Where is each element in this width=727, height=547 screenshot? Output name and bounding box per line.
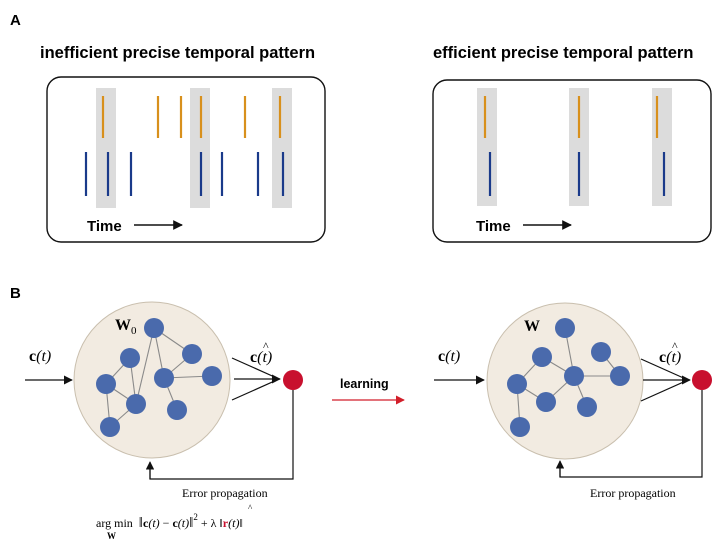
output-node: [283, 370, 303, 390]
highlight-band: [96, 88, 116, 208]
learning-label: learning: [340, 377, 389, 391]
network-nodes: [96, 318, 222, 437]
output-hat: ^: [263, 339, 269, 353]
left-heading: inefficient precise temporal pattern: [40, 44, 315, 62]
highlight-band: [190, 88, 210, 208]
neuron-node: [144, 318, 164, 338]
neuron-node: [202, 366, 222, 386]
weight-label: W0: [115, 317, 137, 337]
neuron-node: [154, 368, 174, 388]
neuron-node: [564, 366, 584, 386]
neuron-node: [126, 394, 146, 414]
panel-a-letter: A: [10, 12, 21, 29]
output-signal-label: c(t): [659, 349, 681, 366]
efficient-pattern-box: [432, 79, 712, 243]
output-fan: [640, 358, 689, 402]
weight-label: W: [524, 318, 540, 335]
time-label: Time: [476, 218, 511, 235]
output-hat: ^: [672, 339, 678, 353]
neuron-node: [577, 397, 597, 417]
network-nodes: [507, 318, 630, 437]
output-signal-label: c(t): [250, 349, 272, 366]
time-label: Time: [87, 218, 122, 235]
input-signal-label: c(t): [29, 348, 51, 365]
input-signal-label: c(t): [438, 348, 460, 365]
highlight-band: [272, 88, 292, 208]
argmin-subscript: W: [107, 531, 116, 541]
neuron-node: [507, 374, 527, 394]
output-fan: [231, 357, 280, 401]
highlight-band: [477, 88, 497, 206]
objective-equation: arg min ‖c(t) − c(t)‖2 + λ ‖r(t)‖: [96, 512, 243, 531]
highlight-band: [569, 88, 589, 206]
neuron-node: [555, 318, 575, 338]
inefficient-pattern-box: [46, 76, 326, 243]
neuron-node: [100, 417, 120, 437]
error-propagation-label: Error propagation: [182, 486, 268, 500]
right-heading: efficient precise temporal pattern: [433, 44, 693, 62]
panel-b-letter: B: [10, 285, 21, 302]
neuron-node: [120, 348, 140, 368]
objective-hat: ^: [248, 503, 253, 513]
neuron-node: [510, 417, 530, 437]
neuron-node: [610, 366, 630, 386]
neuron-node: [167, 400, 187, 420]
highlight-band: [652, 88, 672, 206]
neuron-node: [536, 392, 556, 412]
neuron-node: [96, 374, 116, 394]
neuron-node: [591, 342, 611, 362]
output-node: [692, 370, 712, 390]
neuron-node: [182, 344, 202, 364]
neuron-node: [532, 347, 552, 367]
error-propagation-label: Error propagation: [590, 486, 676, 500]
